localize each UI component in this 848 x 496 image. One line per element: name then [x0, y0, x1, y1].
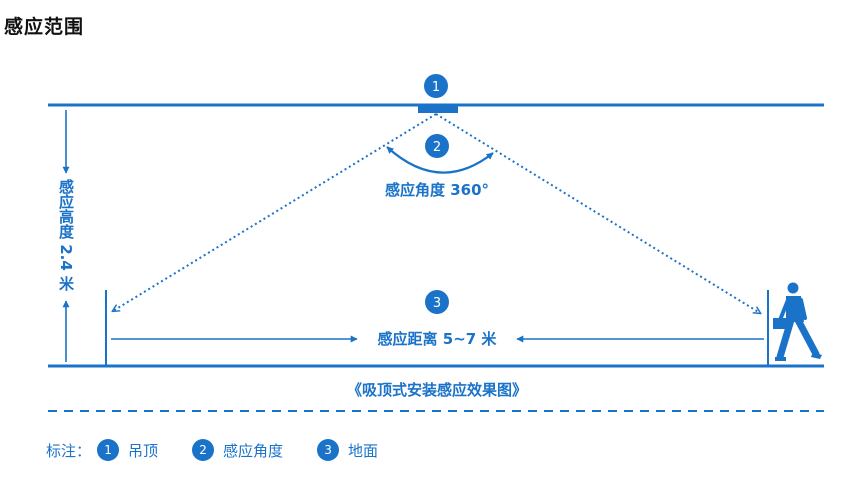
- walking-person-icon: [773, 282, 822, 361]
- legend: 标注： 1 吊顶 2 感应角度 3 地面: [46, 438, 412, 462]
- legend-item-ceiling: 1 吊顶: [97, 439, 158, 461]
- diagram-caption: 《吸顶式安装感应效果图》: [347, 381, 527, 399]
- distance-label: 感应距离 5~7 米: [378, 330, 498, 348]
- svg-text:3: 3: [433, 296, 441, 311]
- detection-ray-right: [435, 113, 760, 313]
- marker-2: 2: [425, 134, 449, 158]
- legend-label: 标注：: [46, 441, 92, 460]
- legend-number-1: 1: [97, 439, 120, 461]
- marker-1: 1: [424, 74, 448, 98]
- angle-arc: [386, 146, 494, 174]
- legend-item-floor: 3 地面: [317, 439, 378, 461]
- sensor-icon: [418, 104, 458, 113]
- marker-3: 3: [425, 290, 449, 314]
- svg-text:2: 2: [433, 140, 441, 155]
- detection-ray-left: [113, 113, 437, 311]
- svg-text:1: 1: [432, 80, 440, 95]
- legend-number-2: 2: [192, 439, 215, 461]
- legend-text-ceiling: 吊顶: [128, 441, 159, 460]
- legend-item-angle: 2 感应角度: [192, 439, 283, 461]
- legend-number-3: 3: [317, 439, 340, 461]
- legend-text-floor: 地面: [348, 441, 379, 460]
- height-label: 感应高度 2.4 米: [57, 178, 75, 292]
- angle-label: 感应角度 360°: [385, 181, 489, 199]
- page-title: 感应范围: [4, 16, 85, 38]
- legend-text-angle: 感应角度: [223, 441, 284, 460]
